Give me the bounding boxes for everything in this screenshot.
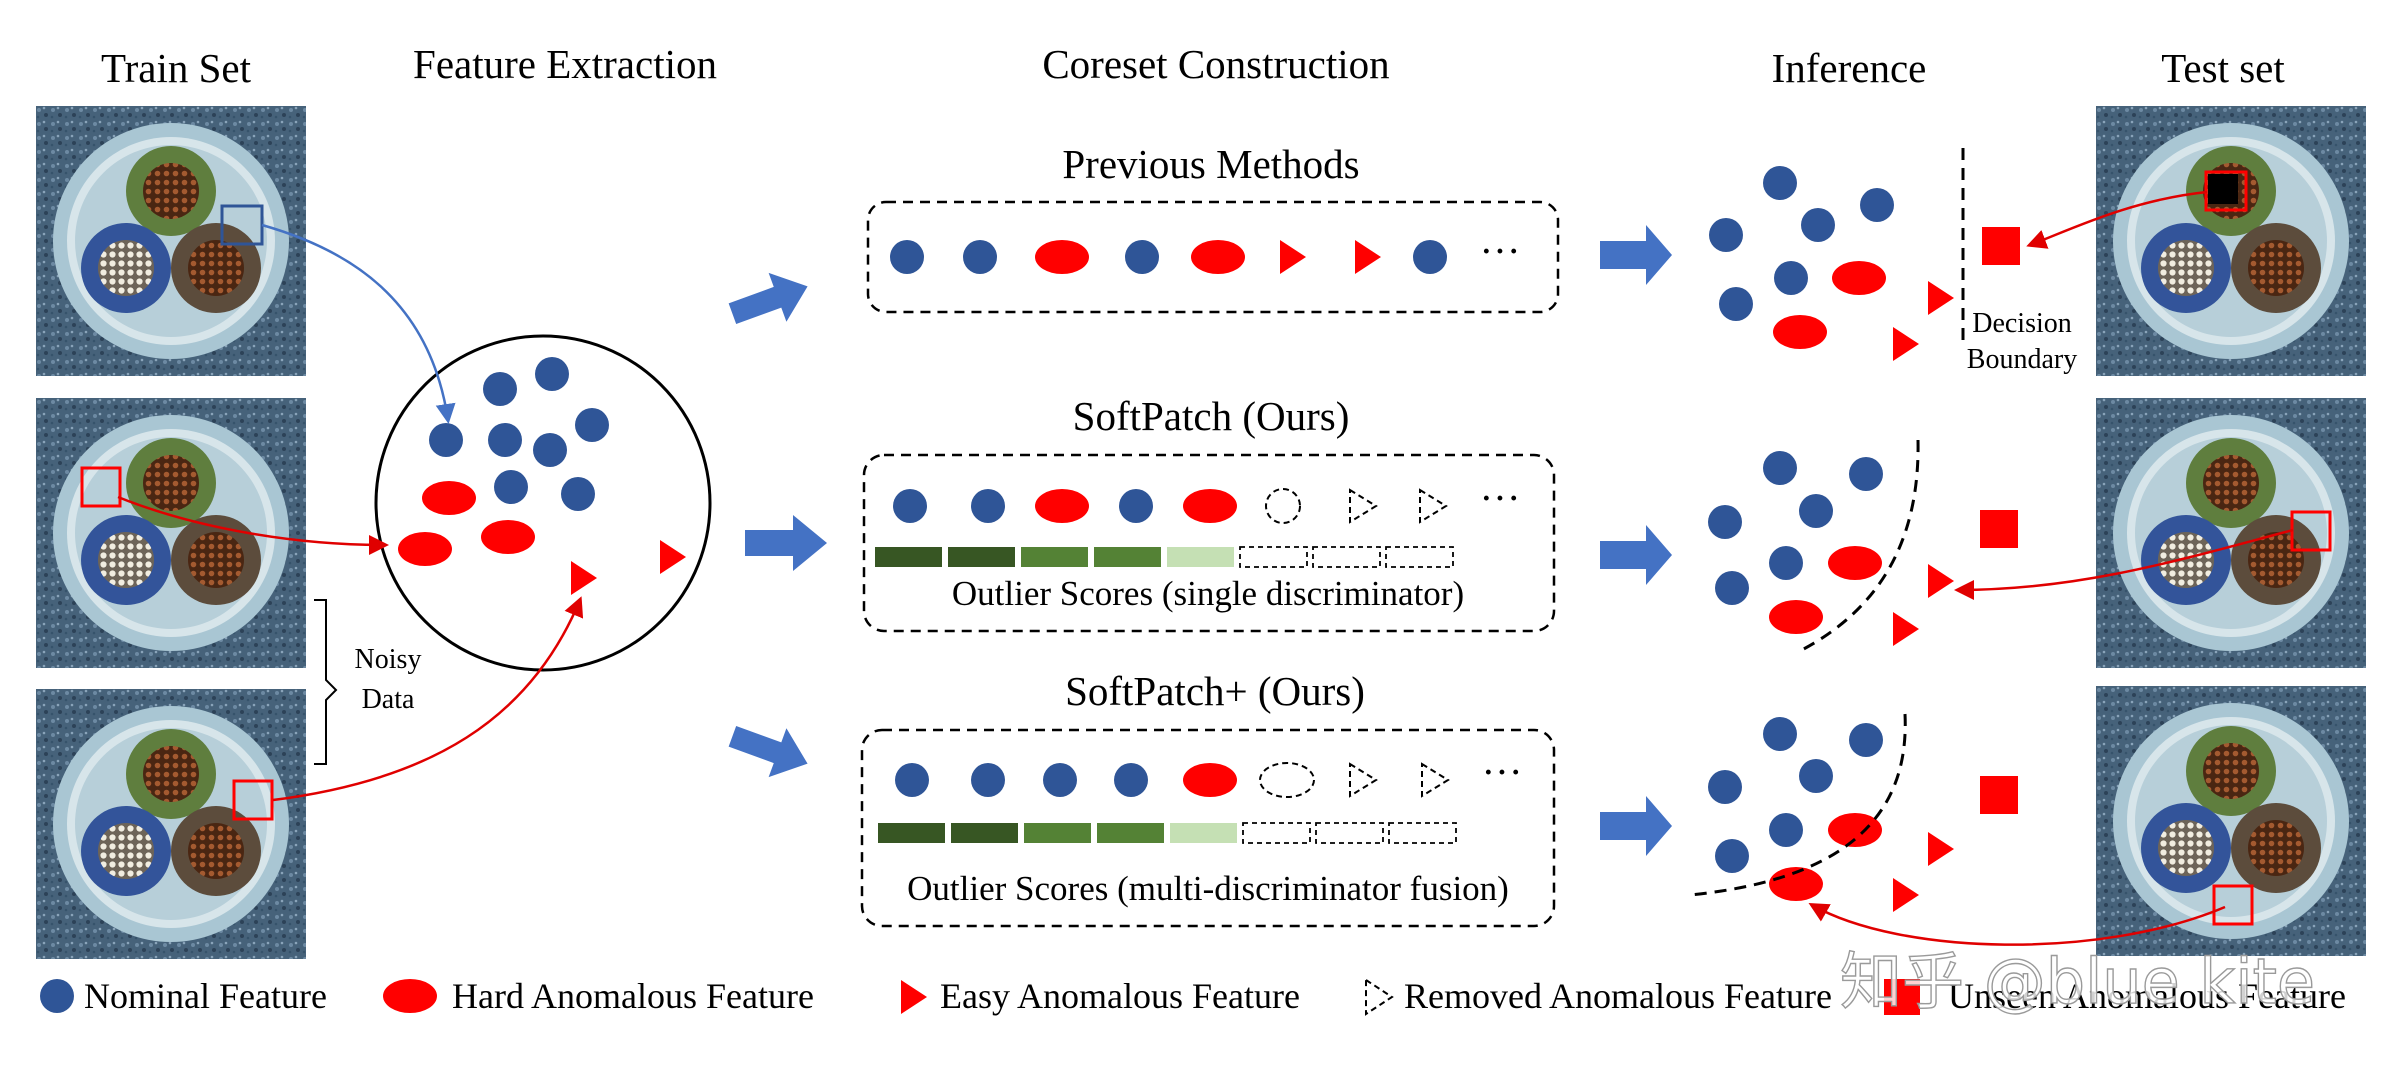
softpatch-title: SoftPatch (Ours) [1073,393,1350,439]
test-arrow-2 [1954,528,2294,600]
softpatch-plus-features [895,762,1450,798]
inference-arrow-3 [1600,796,1672,856]
legend-removed-swatch [1365,978,1394,1016]
train-arrow-red-1 [117,495,389,555]
softpatch-ellipsis: ··· [1480,475,1521,521]
softpatch-plus-score-bars [878,822,1457,844]
previous-ellipsis: ··· [1480,228,1521,274]
noisy-data-brace [314,599,338,765]
header-coreset-construction: Coreset Construction [1042,41,1389,87]
flow-arrow-previous [728,272,808,325]
decision-boundary-label-2: Boundary [1967,344,2077,375]
legend-hard-label: Hard Anomalous Feature [452,976,814,1016]
legend-nominal-swatch [40,979,74,1013]
test-image-2 [2096,398,2366,668]
inference-arrow-1 [1600,225,1672,285]
softpatch-score-bars [875,546,1454,568]
legend-easy-swatch [901,980,927,1014]
softpatch-box [862,453,1556,633]
header-train-set: Train Set [101,45,252,91]
softpatch-features [893,488,1448,524]
softpatch-plus-title: SoftPatch+ (Ours) [1065,668,1365,714]
noisy-data-label-2: Data [362,684,415,715]
train-arrow-red-2 [272,596,584,802]
test-image-3 [2096,686,2366,956]
inference-previous [1709,148,2020,361]
softpatch-score-label: Outlier Scores (single discriminator) [952,574,1464,613]
train-image-2 [36,398,306,668]
previous-methods-features [890,240,1447,274]
header-inference: Inference [1772,45,1927,91]
flow-arrow-softpatch [745,515,827,571]
legend-nominal-label: Nominal Feature [84,976,327,1016]
legend: Nominal Feature Hard Anomalous Feature E… [40,976,2346,1016]
softpatch-plus-ellipsis: ··· [1482,749,1523,795]
test-image-1 [2096,106,2366,376]
train-image-1 [36,106,306,376]
feature-space-points [398,357,686,595]
previous-methods-box [866,200,1560,314]
noisy-data-label-1: Noisy [355,644,422,675]
train-image-3 [36,689,306,959]
legend-removed-label: Removed Anomalous Feature [1404,976,1832,1016]
legend-easy-label: Easy Anomalous Feature [940,976,1300,1016]
inference-softpatch-plus [1689,713,2018,912]
feature-space-circle [374,334,712,672]
header-test-set: Test set [2161,45,2285,91]
watermark: 知乎 @blue kite [1840,945,2315,1018]
inference-softpatch [1708,439,2018,654]
legend-unseen-label: Unseen Anomalous Feature [1948,976,2346,1016]
softpatch-plus-box [860,728,1556,928]
softpatch-plus-score-label: Outlier Scores (multi-discriminator fusi… [907,869,1509,908]
test-arrow-1 [2026,190,2208,249]
flow-arrow-softpatch-plus [728,725,808,778]
header-feature-extraction: Feature Extraction [413,41,717,87]
legend-unseen-swatch [1884,979,1920,1015]
previous-methods-title: Previous Methods [1062,141,1359,187]
legend-hard-swatch [383,979,437,1013]
test-arrow-3 [1808,903,2226,946]
inference-arrow-2 [1600,525,1672,585]
decision-boundary-label-1: Decision [1972,308,2072,339]
train-arrow-blue [261,223,456,424]
